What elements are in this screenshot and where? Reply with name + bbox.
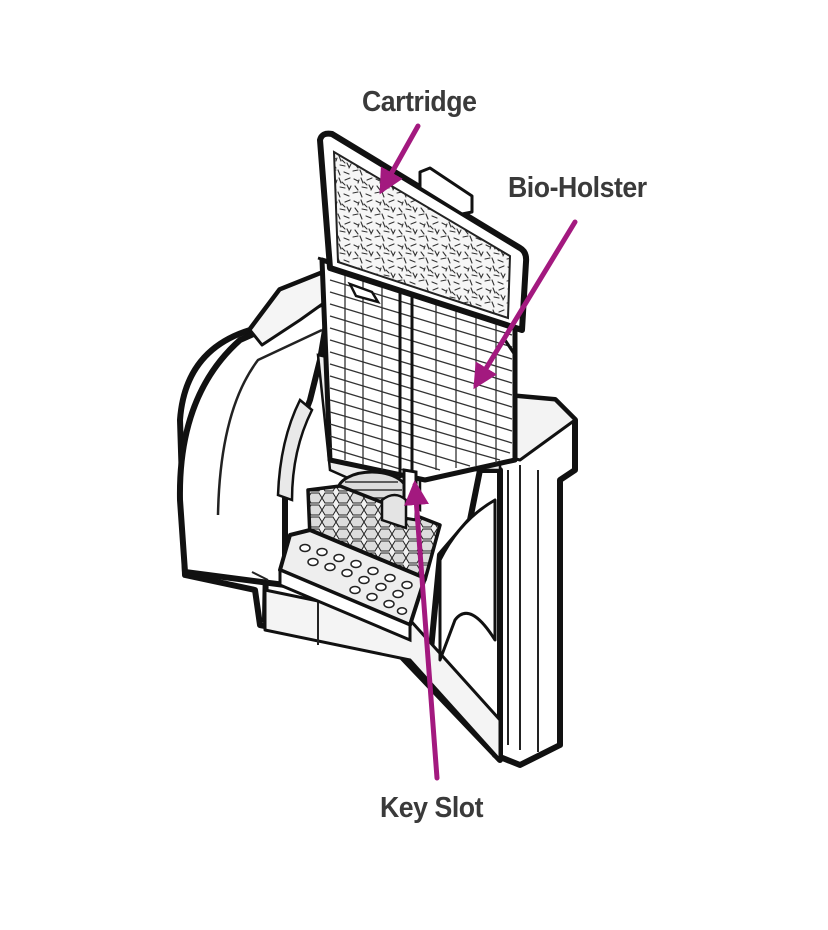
cartridge-arrow (379, 123, 421, 195)
key-slot-label: Key Slot (380, 792, 484, 824)
tray-holes (299, 543, 413, 615)
bio-holster-label: Bio-Holster (508, 172, 647, 204)
cartridge (317, 130, 530, 333)
housing-left-inner-curve (216, 328, 323, 516)
bio-holster-slats (329, 275, 513, 473)
media-trays (278, 468, 442, 643)
cartridge-media (332, 150, 512, 320)
housing-inner-wall (438, 498, 497, 662)
perforated-tray-front (278, 567, 412, 643)
callout-arrows (379, 123, 578, 781)
cartridge-handle (418, 166, 474, 216)
cartridge-clip (347, 281, 381, 305)
key-slot-tab (380, 493, 408, 530)
housing-base-divider (251, 571, 319, 645)
housing-right-ribs (507, 465, 539, 752)
housing (176, 267, 578, 768)
bio-holster-center-rib (398, 293, 414, 478)
key-slot-arrow (404, 480, 440, 781)
housing-left-channel (276, 398, 314, 502)
bio-holster-arrow (473, 219, 578, 390)
cartridge-label: Cartridge (362, 86, 477, 118)
